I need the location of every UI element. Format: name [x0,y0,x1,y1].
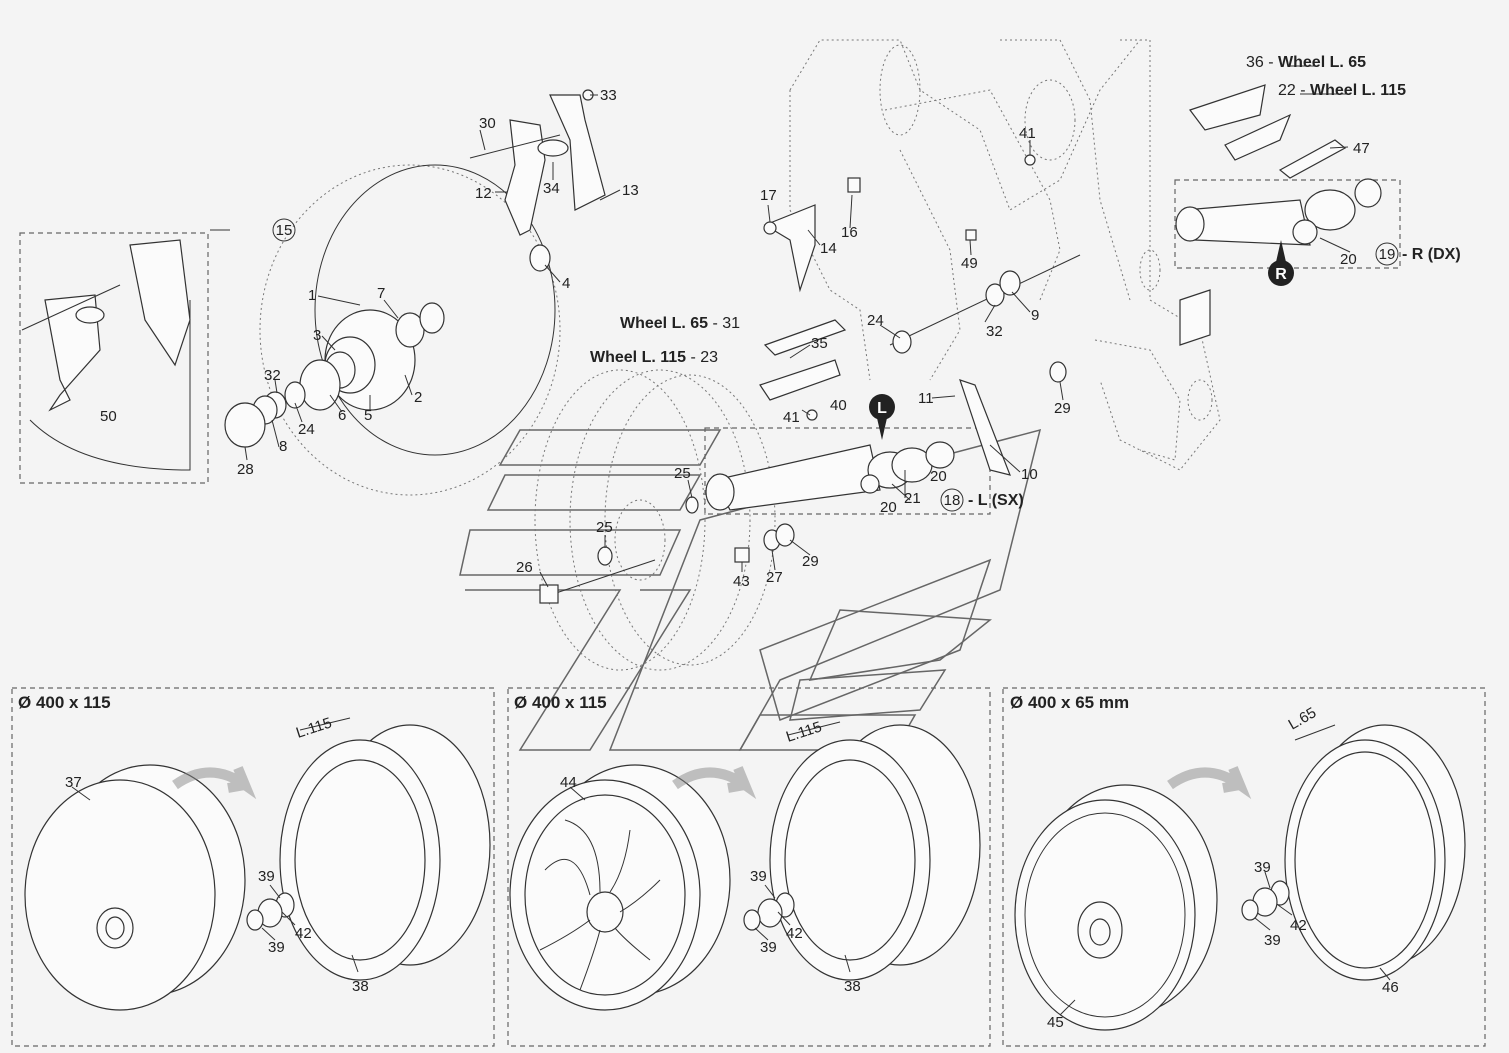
callout-23-wheel-l115: Wheel L. 115 - 23 [590,349,718,366]
callout-6: 6 [338,407,346,424]
callout-14: 14 [820,240,837,257]
svg-text:- R (DX): - R (DX) [1402,246,1461,263]
panel-wheel-65: Ø 400 x 65 mm L.65 45 46 39 39 42 [1002,687,1486,1047]
svg-text:15: 15 [276,222,293,239]
callout-24-a: 24 [298,421,315,438]
width-label: L.115 [294,714,334,741]
callout-32-b: 32 [986,323,1003,340]
callout-21: 21 [904,490,921,507]
svg-text:L.65: L.65 [1286,704,1320,733]
named-callouts: 36 - Wheel L. 65 22 - Wheel L. 115 19 - … [590,54,1461,512]
callout-11: 11 [918,390,934,407]
callout-20-right: 20 [1340,251,1357,268]
callout-45: 45 [1047,1014,1064,1031]
badge-left: L [869,394,895,440]
callout-27: 27 [766,569,783,586]
callout-8: 8 [279,438,287,455]
callout-2: 2 [414,389,422,406]
callout-18-left-sx: 18 - L (SX) [940,488,1024,512]
callout-33: 33 [600,87,617,104]
callout-24-b: 24 [867,312,884,329]
svg-text:19: 19 [1379,246,1396,263]
callout-5: 5 [364,407,372,424]
callout-17: 17 [760,187,777,204]
callout-39: 39 [268,939,285,956]
svg-text:L.115: L.115 [784,718,824,745]
panel-wheel-115-b: Ø 400 x 115 L.115 44 [507,687,991,1047]
frame-assembly [789,39,1221,471]
callout-37: 37 [65,774,82,791]
callout-3: 3 [313,327,321,344]
callout-25-a: 25 [674,465,691,482]
callout-22-wheel-l115: 22 - Wheel L. 115 [1278,82,1406,99]
callout-39: 39 [760,939,777,956]
callout-35: 35 [811,335,828,352]
svg-text:- L (SX): - L (SX) [968,492,1024,509]
callout-29-b: 29 [802,553,819,570]
callout-19-right-dx: 19 - R (DX) [1375,242,1461,266]
callout-1: 1 [308,287,316,304]
callout-12: 12 [475,185,492,202]
callout-38: 38 [352,978,369,995]
callout-38: 38 [844,978,861,995]
callout-32-a: 32 [264,367,281,384]
callout-40: 40 [830,397,847,414]
main-wheel-outline [534,369,776,671]
disc-assembly [224,164,561,496]
callout-10: 10 [1021,466,1038,483]
callout-16: 16 [841,224,858,241]
callout-28: 28 [237,461,254,478]
callout-39: 39 [1254,859,1271,876]
callout-44: 44 [560,774,577,791]
callout-30: 30 [479,115,496,132]
svg-text:R: R [1275,266,1287,283]
arm-left [704,379,1011,515]
callouts-upper: 1 2 3 4 5 6 7 8 9 10 11 12 13 14 16 17 2… [100,65,1370,590]
svg-text:Ø 400 x 65 mm: Ø 400 x 65 mm [1010,693,1129,712]
svg-text:L: L [877,400,887,417]
callout-9: 9 [1031,307,1039,324]
panel-title: Ø 400 x 115 [18,693,111,712]
callout-31-wheel-l65: Wheel L. 65 - 31 [620,315,740,332]
callout-39: 39 [258,868,275,885]
inset-scraper-50 [19,232,209,484]
callout-41-b: 41 [783,409,800,426]
svg-text:Ø 400 x 115: Ø 400 x 115 [514,693,607,712]
scraper-assembly [469,89,606,236]
panel-wheel-115-a: Ø 400 x 115 L.115 37 38 39 39 42 [11,687,495,1047]
callout-34: 34 [543,180,560,197]
callout-15: 15 [272,218,296,242]
callout-13: 13 [622,182,639,199]
svg-text:18: 18 [944,492,961,509]
callout-42: 42 [295,925,312,942]
callout-20-left-a: 20 [880,499,897,516]
callout-47: 47 [1353,140,1370,157]
callout-42: 42 [786,925,803,942]
callout-50: 50 [100,408,117,425]
callout-39: 39 [1264,932,1281,949]
callout-41-a: 41 [1019,125,1036,142]
callout-20-left-b: 20 [930,468,947,485]
callout-4: 4 [562,275,570,292]
arm-right [1174,84,1401,269]
callout-26: 26 [516,559,533,576]
callout-43: 43 [733,573,750,590]
callout-42: 42 [1290,917,1307,934]
callout-7: 7 [377,285,385,302]
callout-39: 39 [750,868,767,885]
callout-49: 49 [961,255,978,272]
callout-29-a: 29 [1054,400,1071,417]
badge-right: R [1268,240,1294,286]
callout-46: 46 [1382,979,1399,996]
axle-parts [539,154,1081,604]
callout-36-wheel-l65: 36 - Wheel L. 65 [1246,54,1366,71]
callout-25-b: 25 [596,519,613,536]
